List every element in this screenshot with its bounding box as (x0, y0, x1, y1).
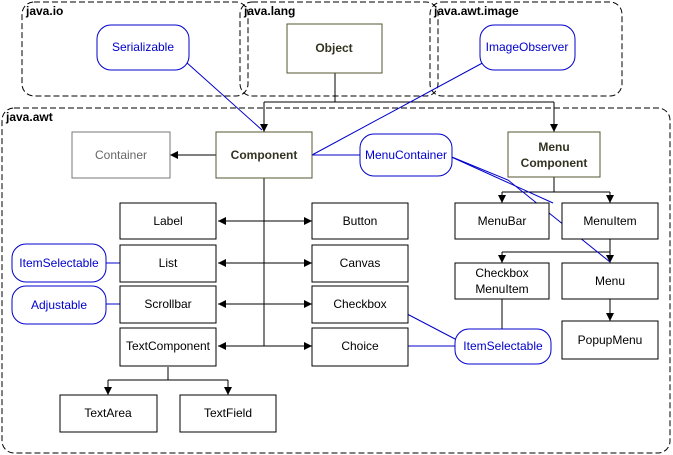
node-item-selectable-left (11, 243, 107, 283)
package-java-lang (239, 1, 439, 97)
node-list (119, 244, 217, 283)
node-checkbox (311, 285, 409, 324)
node-button (311, 202, 409, 240)
node-menu-component (507, 131, 601, 178)
node-component-label: Component (231, 148, 298, 162)
node-checkbox-label: Checkbox (333, 297, 386, 311)
node-text-component-label: TextComponent (126, 339, 211, 353)
node-scrollbar (119, 285, 217, 324)
package-java-awt (1, 107, 671, 454)
node-menu-component-label-line2: Component (521, 156, 588, 170)
edge-serializable-component (185, 61, 263, 131)
edge-imageobserver-component (311, 59, 489, 156)
node-menu-container-label: MenuContainer (365, 148, 447, 162)
package-label-java-awt-image: java.awt.image (433, 4, 519, 18)
node-checkbox-menu-item (454, 262, 550, 300)
inheritance-edges (104, 73, 614, 395)
node-label-label: Label (153, 214, 182, 228)
node-text-area-label: TextArea (84, 406, 132, 420)
node-adjustable-label: Adjustable (31, 298, 87, 312)
node-component (215, 131, 313, 179)
node-item-selectable-right (454, 328, 552, 365)
node-popup-menu (561, 320, 659, 360)
node-image-observer (479, 24, 576, 71)
node-object (286, 23, 383, 74)
node-label (119, 202, 217, 240)
node-item-selectable-left-label: ItemSelectable (19, 256, 99, 270)
node-checkbox-menu-item-label-line2: MenuItem (475, 282, 528, 296)
node-text-area (59, 394, 158, 433)
node-canvas-label: Canvas (340, 256, 381, 270)
node-object-label: Object (315, 41, 352, 55)
node-container-label: Container (95, 148, 147, 162)
node-list-label: List (159, 256, 178, 270)
node-adjustable (11, 285, 107, 325)
node-button-label: Button (343, 214, 378, 228)
node-image-observer-label: ImageObserver (486, 40, 569, 54)
node-menu-container (359, 133, 453, 177)
node-menu (561, 262, 659, 300)
node-item-selectable-right-label: ItemSelectable (463, 339, 543, 353)
node-scrollbar-label: Scrollbar (144, 297, 191, 311)
node-menu-bar-label: MenuBar (478, 214, 527, 228)
node-menu-item-label: MenuItem (583, 214, 636, 228)
node-menu-label: Menu (595, 274, 625, 288)
node-container (71, 131, 171, 179)
node-canvas (311, 244, 409, 283)
node-serializable (96, 24, 190, 71)
package-java-awt-image (429, 1, 623, 97)
node-text-component (119, 327, 217, 367)
node-menu-component-label-line1: Menu (538, 140, 569, 154)
package-java-io (21, 1, 249, 97)
edge-menucontainer-menuitem (446, 154, 554, 204)
node-serializable-label: Serializable (112, 40, 174, 54)
node-menu-item (561, 202, 659, 240)
node-text-field-label: TextField (204, 406, 252, 420)
node-popup-menu-label: PopupMenu (578, 333, 643, 347)
package-label-java-awt: java.awt (5, 110, 53, 124)
package-label-java-lang: java.lang (243, 4, 295, 18)
node-checkbox-menu-item-label-line1: Checkbox (475, 266, 528, 280)
node-choice-label: Choice (341, 339, 379, 353)
package-label-java-io: java.io (25, 4, 63, 18)
node-menu-bar (454, 202, 550, 240)
node-text-field (179, 394, 277, 433)
node-choice (311, 327, 409, 367)
